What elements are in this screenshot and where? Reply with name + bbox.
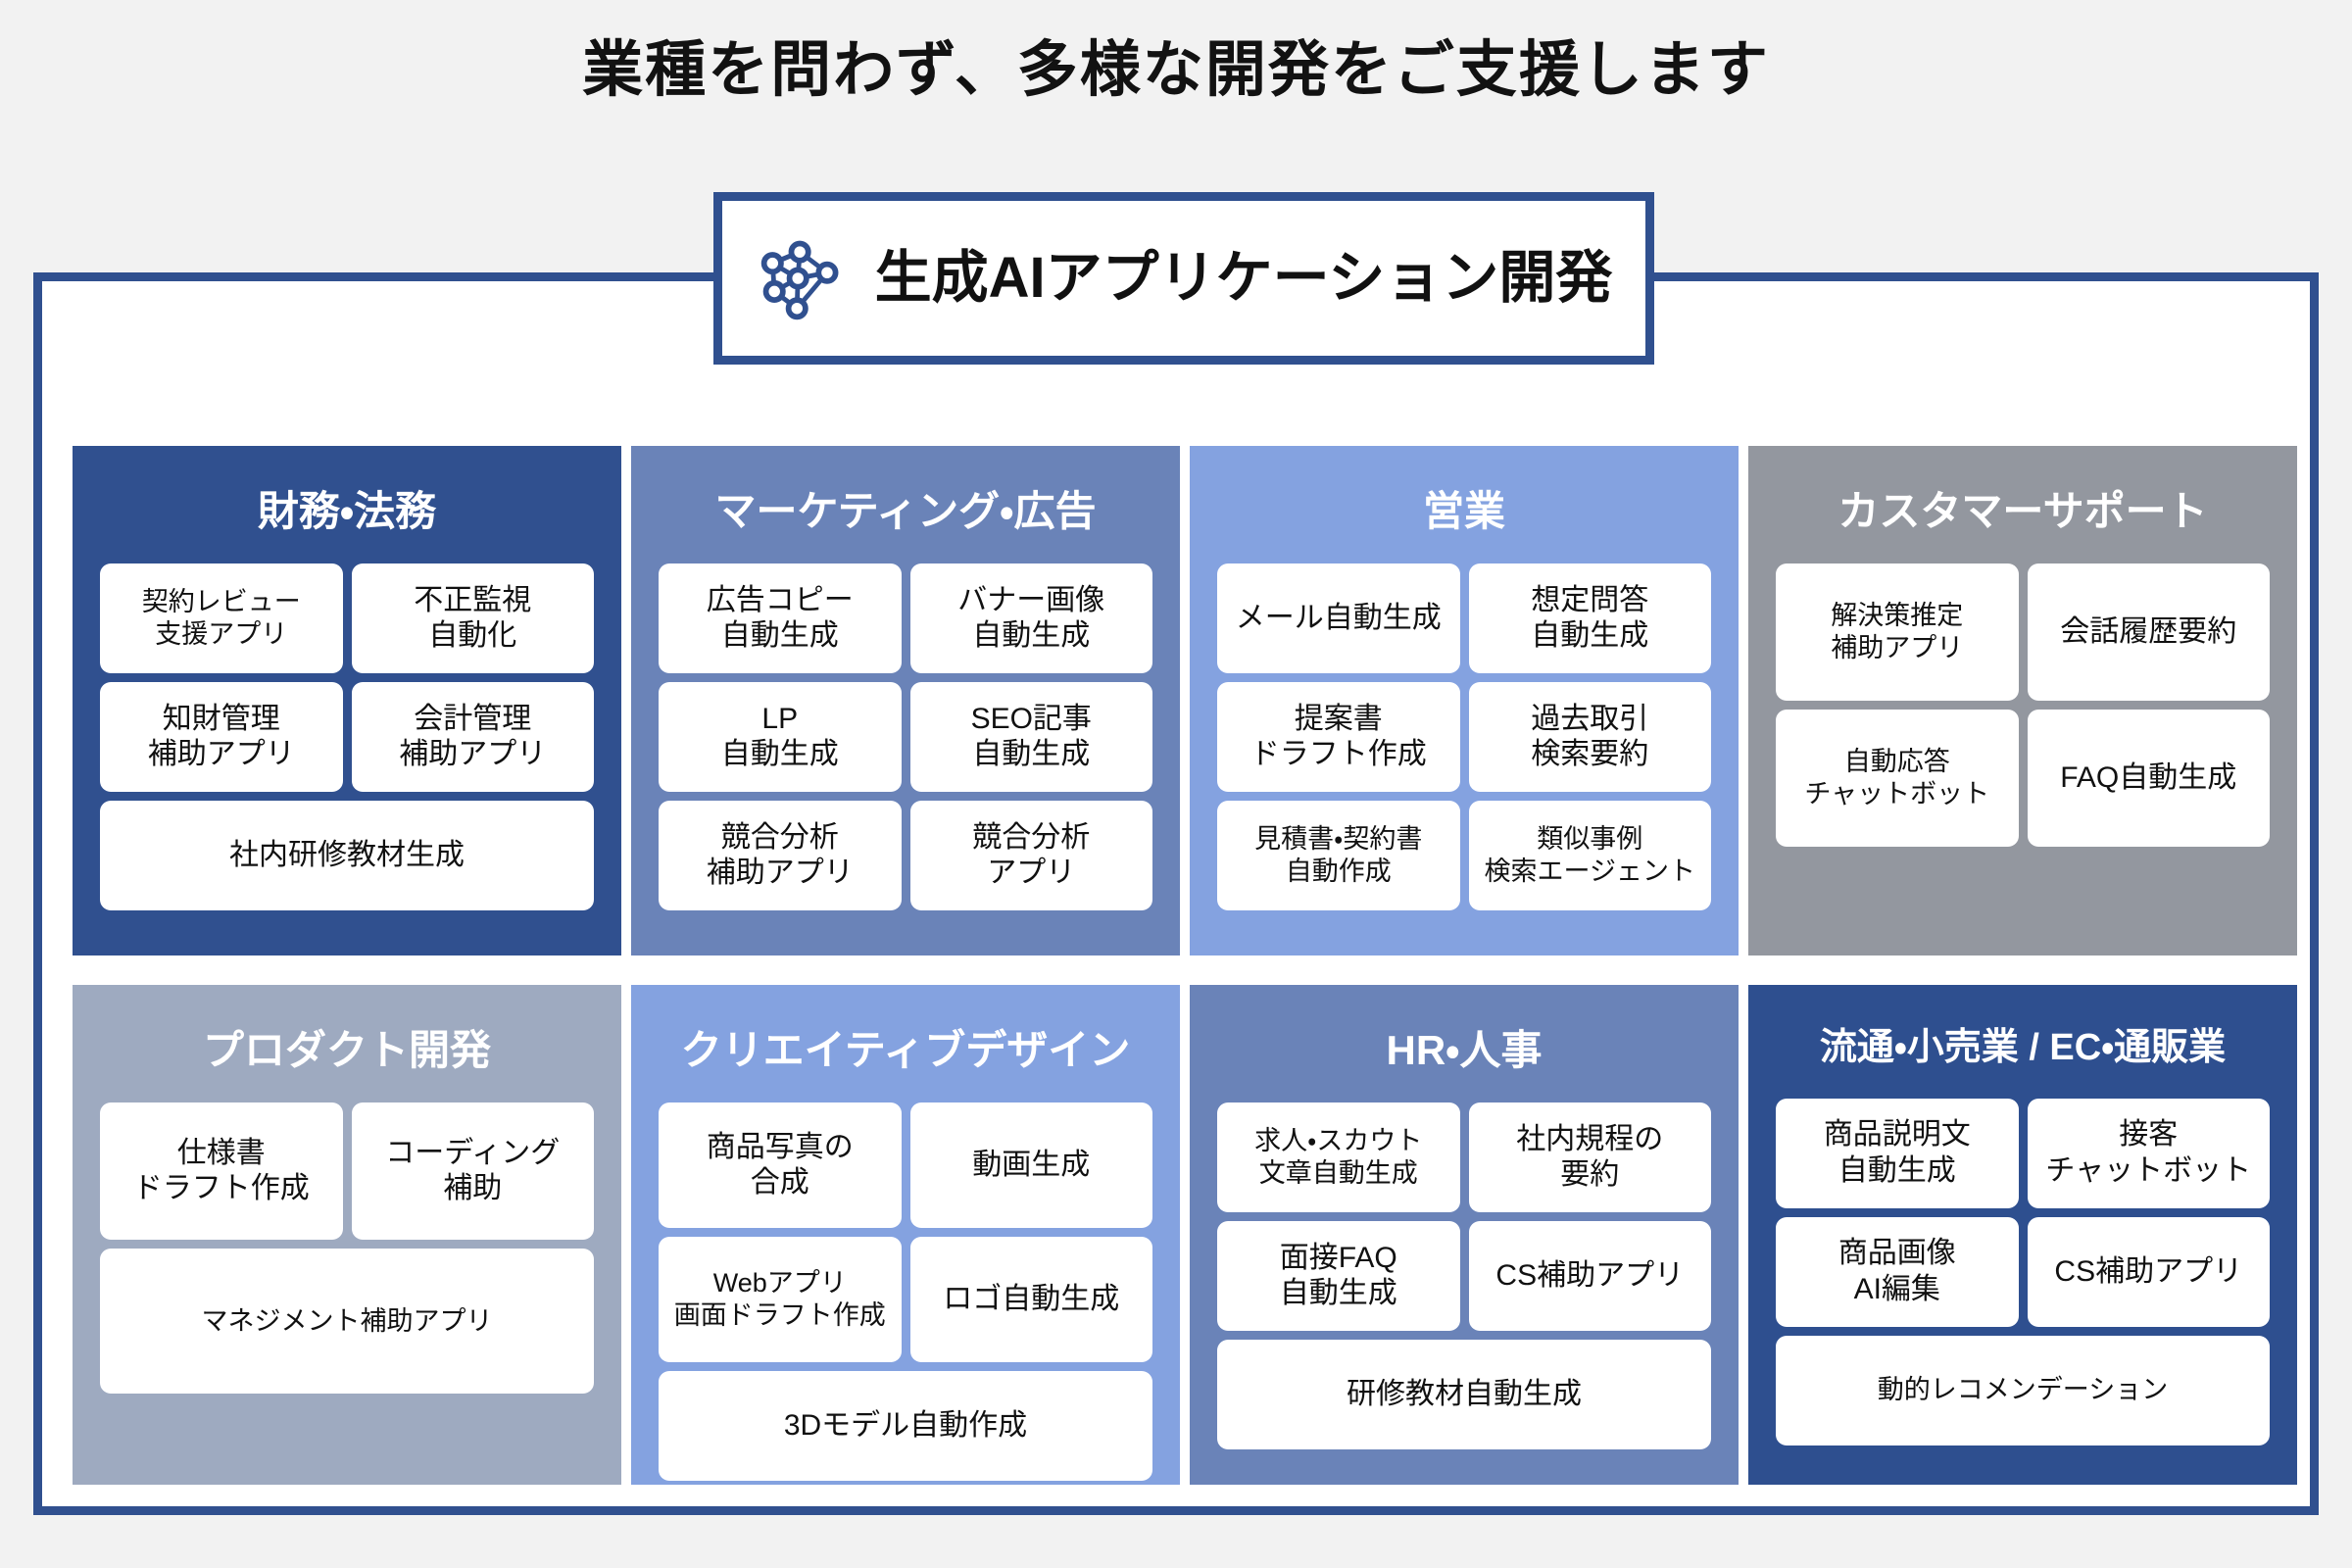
- capability-tile[interactable]: マネジメント補助アプリ: [100, 1249, 594, 1395]
- capability-tile-list: 仕様書 ドラフト作成コーディング 補助マネジメント補助アプリ: [100, 1102, 594, 1461]
- category-card-title: 営業: [1422, 488, 1505, 534]
- category-card-3: 営業メール自動生成想定問答 自動生成提案書 ドラフト作成過去取引 検索要約見積書…: [1190, 446, 1739, 956]
- page-title: 業種を問わず、多様な開発をご支援します: [582, 36, 1770, 104]
- capability-tile[interactable]: メール自動生成: [1217, 564, 1460, 674]
- capability-tile[interactable]: 競合分析 アプリ: [909, 801, 1152, 911]
- capability-tile[interactable]: FAQ自動生成: [2027, 710, 2270, 848]
- capability-tile[interactable]: 動的レコメンデーション: [1776, 1335, 2270, 1446]
- category-card-title: 財務・法務: [257, 488, 437, 534]
- capability-tile[interactable]: 接客 チャットボット: [2027, 1098, 2270, 1208]
- capability-tile-list: メール自動生成想定問答 自動生成提案書 ドラフト作成過去取引 検索要約見積書・契…: [1217, 564, 1711, 932]
- category-card-title: マーケティング・広告: [714, 488, 1097, 534]
- capability-tile[interactable]: 会計管理 補助アプリ: [351, 682, 594, 793]
- capability-tile-list: 契約レビュー 支援アプリ不正監視 自動化知財管理 補助アプリ会計管理 補助アプリ…: [100, 564, 594, 932]
- capability-tile[interactable]: 類似事例 検索エージェント: [1468, 801, 1711, 911]
- category-card-title: プロダクト開発: [202, 1027, 491, 1073]
- header-chip: 生成AIアプリケーション開発: [713, 192, 1654, 365]
- capability-tile[interactable]: CS補助アプリ: [2027, 1216, 2270, 1327]
- category-card-title: クリエイティブデザイン: [680, 1027, 1131, 1073]
- capability-tile[interactable]: 提案書 ドラフト作成: [1217, 682, 1460, 793]
- category-card-title: 流通・小売業 / EC・通販業: [1819, 1027, 2227, 1068]
- capability-tile[interactable]: 求人・スカウト 文章自動生成: [1217, 1102, 1460, 1213]
- capability-tile[interactable]: 3Dモデル自動作成: [659, 1371, 1152, 1482]
- capability-tile[interactable]: LP 自動生成: [659, 682, 902, 793]
- capability-tile[interactable]: 不正監視 自動化: [351, 564, 594, 674]
- capability-tile[interactable]: 自動応答 チャットボット: [1776, 710, 2019, 848]
- capability-tile[interactable]: 見積書・契約書 自動作成: [1217, 801, 1460, 911]
- capability-tile[interactable]: 社内研修教材生成: [100, 801, 594, 911]
- category-card-5: プロダクト開発仕様書 ドラフト作成コーディング 補助マネジメント補助アプリ: [73, 985, 621, 1485]
- header-chip-label: 生成AIアプリケーション開発: [874, 246, 1613, 310]
- capability-tile[interactable]: 仕様書 ドラフト作成: [100, 1102, 343, 1241]
- capability-tile[interactable]: CS補助アプリ: [1468, 1221, 1711, 1332]
- capability-tile[interactable]: 商品写真の 合成: [659, 1102, 902, 1229]
- category-card-grid: 財務・法務契約レビュー 支援アプリ不正監視 自動化知財管理 補助アプリ会計管理 …: [73, 446, 2297, 1485]
- capability-tile[interactable]: 面接FAQ 自動生成: [1217, 1221, 1460, 1332]
- category-card-8: 流通・小売業 / EC・通販業商品説明文 自動生成接客 チャットボット商品画像 …: [1748, 985, 2297, 1485]
- capability-tile[interactable]: Webアプリ 画面ドラフト作成: [659, 1237, 902, 1363]
- capability-tile[interactable]: コーディング 補助: [351, 1102, 594, 1241]
- capability-tile[interactable]: ロゴ自動生成: [909, 1237, 1152, 1363]
- capability-tile[interactable]: SEO記事 自動生成: [909, 682, 1152, 793]
- capability-tile[interactable]: 想定問答 自動生成: [1468, 564, 1711, 674]
- capability-tile[interactable]: 過去取引 検索要約: [1468, 682, 1711, 793]
- category-card-title: HR・人事: [1386, 1027, 1543, 1073]
- category-card-title: カスタマーサポート: [1838, 488, 2208, 534]
- capability-tile[interactable]: 解決策推定 補助アプリ: [1776, 564, 2019, 702]
- capability-tile[interactable]: 会話履歴要約: [2027, 564, 2270, 702]
- capability-tile[interactable]: 競合分析 補助アプリ: [659, 801, 902, 911]
- category-card-1: 財務・法務契約レビュー 支援アプリ不正監視 自動化知財管理 補助アプリ会計管理 …: [73, 446, 621, 956]
- capability-tile[interactable]: 契約レビュー 支援アプリ: [100, 564, 343, 674]
- capability-tile[interactable]: 知財管理 補助アプリ: [100, 682, 343, 793]
- capability-tile[interactable]: 社内規程の 要約: [1468, 1102, 1711, 1213]
- capability-tile[interactable]: 研修教材自動生成: [1217, 1340, 1711, 1450]
- capability-tile[interactable]: バナー画像 自動生成: [909, 564, 1152, 674]
- capability-tile[interactable]: 広告コピー 自動生成: [659, 564, 902, 674]
- capability-tile[interactable]: 動画生成: [909, 1102, 1152, 1229]
- capability-tile[interactable]: 商品画像 AI編集: [1776, 1216, 2019, 1327]
- neural-network-icon: [760, 240, 839, 320]
- capability-tile[interactable]: 商品説明文 自動生成: [1776, 1098, 2019, 1208]
